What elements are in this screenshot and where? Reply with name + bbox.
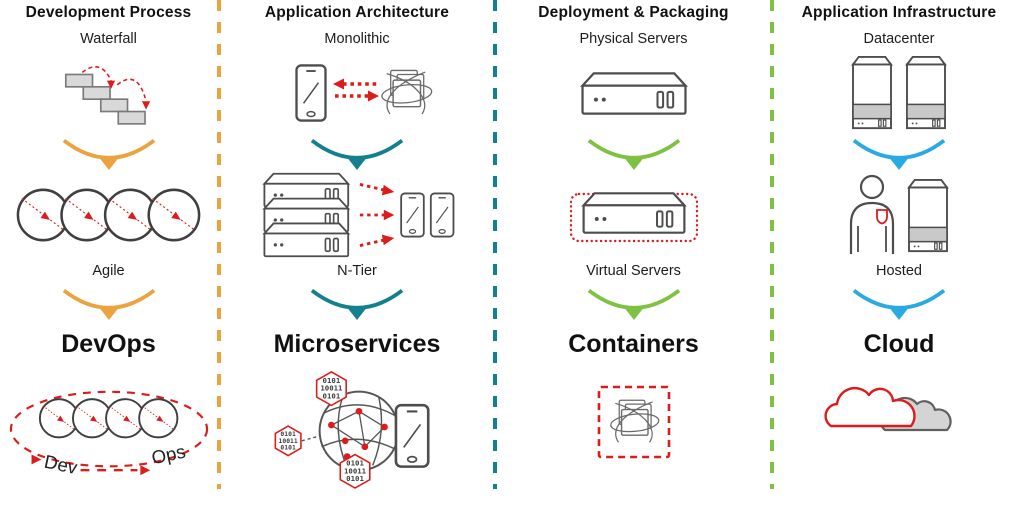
stage-label-waterfall: Waterfall <box>80 31 137 47</box>
svg-text:0101: 0101 <box>323 376 341 385</box>
svg-text:0101: 0101 <box>280 430 296 438</box>
result-label-containers: Containers <box>568 329 699 358</box>
column-title: Application Infrastructure <box>801 4 997 21</box>
svg-text:10011: 10011 <box>344 466 367 475</box>
code-hexagon-icon: 0101 10011 0101 <box>274 425 302 457</box>
column-divider <box>770 0 774 489</box>
physical-server-icon <box>578 52 690 134</box>
agile-circles-icon <box>16 172 202 258</box>
code-hexagon-icon: 0101 10011 0101 <box>339 453 371 489</box>
datacenter-towers-icon <box>847 52 951 134</box>
container-box-icon <box>596 366 672 511</box>
virtual-server-icon <box>568 172 700 258</box>
svg-text:10011: 10011 <box>320 384 343 393</box>
svg-text:0101: 0101 <box>323 392 341 401</box>
transition-chevron-icon <box>305 284 409 322</box>
stage-label-ntier: N-Tier <box>337 263 377 279</box>
clouds-icon <box>823 366 975 509</box>
column-development-process: Development Process Waterfall Agile DevO… <box>0 0 217 489</box>
result-label-cloud: Cloud <box>863 329 935 358</box>
transition-chevron-icon <box>847 284 951 322</box>
column-divider <box>493 0 497 489</box>
code-hexagon-icon: 0101 10011 0101 <box>315 371 347 407</box>
transition-chevron-icon <box>847 134 951 172</box>
stage-label-agile: Agile <box>92 263 125 279</box>
stage-label-monolithic: Monolithic <box>324 31 390 47</box>
transition-chevron-icon <box>582 134 686 172</box>
ntier-servers-clients-icon <box>256 172 458 258</box>
microservices-network-icon: 0101 10011 0101 0101 10011 0101 0101 100… <box>268 366 446 495</box>
result-label-devops: DevOps <box>61 329 156 358</box>
transition-chevron-icon <box>57 134 161 172</box>
column-deployment-packaging: Deployment & Packaging Physical Servers … <box>497 0 770 489</box>
stage-label-physical-servers: Physical Servers <box>579 31 688 47</box>
hosted-person-server-icon <box>842 172 956 258</box>
column-title: Application Architecture <box>264 4 450 21</box>
svg-text:10011: 10011 <box>279 437 298 445</box>
stage-label-datacenter: Datacenter <box>863 31 935 47</box>
transition-chevron-icon <box>57 284 161 322</box>
transition-chevron-icon <box>582 284 686 322</box>
shield-icon <box>876 209 888 225</box>
transition-chevron-icon <box>305 134 409 172</box>
svg-text:0101: 0101 <box>280 444 296 452</box>
svg-text:0101: 0101 <box>346 474 364 483</box>
devops-loop-icon: Dev Ops <box>6 366 212 507</box>
column-application-architecture: Application Architecture Monolithic <box>221 0 493 489</box>
column-title: Deployment & Packaging <box>538 4 729 21</box>
monolithic-phone-app-icon <box>277 52 437 134</box>
stage-label-hosted: Hosted <box>876 263 922 279</box>
result-label-microservices: Microservices <box>273 329 441 358</box>
svg-text:0101: 0101 <box>346 458 364 467</box>
waterfall-steps-icon <box>53 52 165 134</box>
column-title: Development Process <box>25 4 192 21</box>
devops-dev-label: Dev <box>42 451 79 479</box>
devops-ops-label: Ops <box>149 441 187 469</box>
column-divider <box>217 0 221 489</box>
column-application-infrastructure: Application Infrastructure Datacenter Ho… <box>774 0 1024 489</box>
stage-label-virtual-servers: Virtual Servers <box>586 263 681 279</box>
